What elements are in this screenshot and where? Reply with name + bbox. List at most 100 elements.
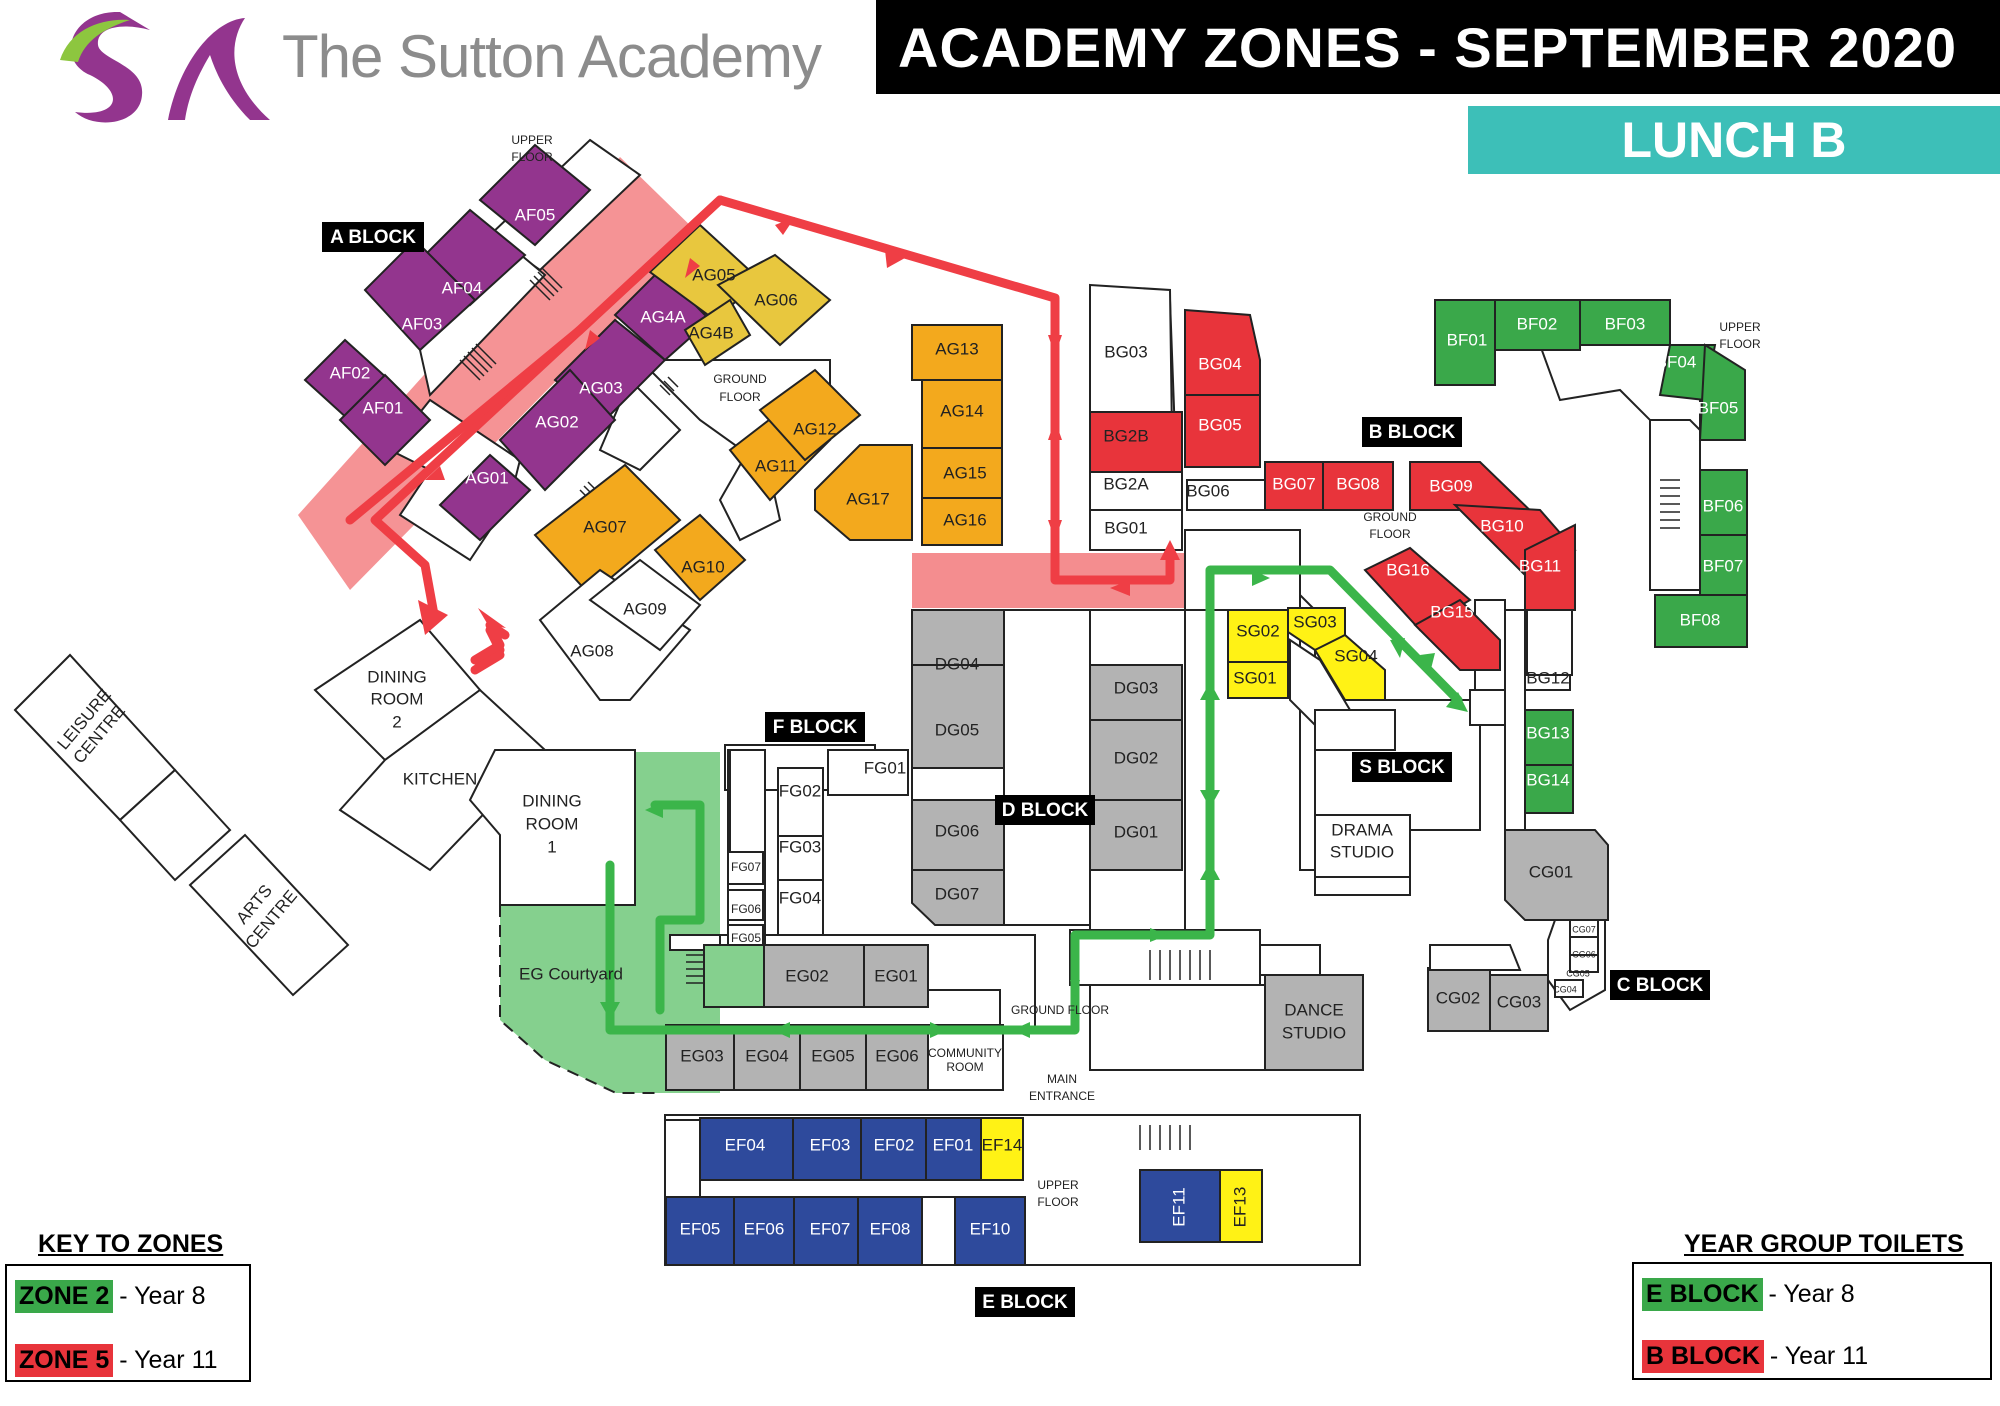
room-bg01: BG01 [1104, 518, 1147, 537]
room-ef13: EF13 [1230, 1187, 1249, 1228]
zone-5-desc: - Year 11 [119, 1346, 218, 1374]
e-block-chip: E BLOCK [1642, 1278, 1763, 1311]
room-bg03: BG03 [1104, 342, 1147, 361]
room-bg06: BG06 [1186, 481, 1229, 500]
room-fg06: FG06 [731, 902, 761, 916]
community-room-label: COMMUNITY [928, 1046, 1002, 1060]
key-toilets-box: E BLOCK - Year 8 B BLOCK - Year 11 [1632, 1262, 1992, 1380]
room-ef03: EF03 [810, 1135, 851, 1154]
dance-studio-label: DANCE [1284, 1000, 1344, 1019]
key-toilets-title: YEAR GROUP TOILETS [1684, 1230, 1964, 1258]
room-ef05: EF05 [680, 1219, 721, 1238]
room-ag02: AG02 [535, 412, 578, 431]
room-bf06: BF06 [1703, 496, 1744, 515]
room-ef06: EF06 [744, 1219, 785, 1238]
floor-label: FLOOR [1037, 1195, 1079, 1209]
floor-label: GROUND FLOOR [1011, 1003, 1109, 1017]
floor-label: FLOOR [1719, 337, 1761, 351]
room-eg05: EG05 [811, 1046, 854, 1065]
room-fg04: FG04 [779, 888, 822, 907]
room-ef11: EF11 [1169, 1187, 1188, 1226]
block-tags: A BLOCK B BLOCK C BLOCK D BLOCK E BLOCK … [322, 222, 1710, 1317]
room-bf03: BF03 [1605, 314, 1646, 333]
room-ag4a: AG4A [640, 307, 686, 326]
toilet-e-block: E BLOCK - Year 8 [1642, 1278, 1855, 1311]
c-block-tag: C BLOCK [1617, 975, 1704, 996]
room-cg05: CG05 [1566, 968, 1590, 978]
room-bg04: BG04 [1198, 354, 1241, 373]
room-cg02: CG02 [1436, 988, 1480, 1007]
room-bg10: BG10 [1480, 516, 1523, 535]
d-block-tag: D BLOCK [1002, 800, 1089, 821]
community-room-label: ROOM [946, 1060, 983, 1074]
room-dg04: DG04 [935, 654, 979, 673]
room-dg07: DG07 [935, 884, 979, 903]
room-fg07: FG07 [731, 860, 761, 874]
room-cg04: CG04 [1553, 984, 1577, 994]
floor-label: FLOOR [1369, 527, 1411, 541]
zone-2-desc: - Year 8 [119, 1282, 206, 1310]
room-bg16: BG16 [1386, 560, 1429, 579]
room-ef10: EF10 [970, 1219, 1011, 1238]
room-bg05: BG05 [1198, 415, 1241, 434]
room-fg01: FG01 [864, 758, 907, 777]
room-bg12: BG12 [1526, 668, 1569, 687]
room-dg03: DG03 [1114, 678, 1158, 697]
b-block-tag: B BLOCK [1369, 422, 1456, 443]
room-bf05: BF05 [1698, 398, 1739, 417]
drama-studio-label: STUDIO [1330, 842, 1394, 861]
room-af04: AF04 [442, 278, 483, 297]
dining-room-2-label: 2 [392, 712, 401, 731]
room-eg02: EG02 [785, 966, 828, 985]
e-block-tag: E BLOCK [982, 1292, 1068, 1313]
room-bf01: BF01 [1447, 330, 1488, 349]
dining-room-2-label: ROOM [371, 689, 424, 708]
room-af05: AF05 [515, 205, 556, 224]
floor-labels: UPPER FLOOR GROUND FLOOR GROUND FLOOR UP… [511, 133, 1761, 1209]
logo-text: The Sutton Academy [282, 23, 822, 90]
room-ef08: EF08 [870, 1219, 911, 1238]
a-block-tag: A BLOCK [330, 227, 416, 248]
key-zone-5: ZONE 5 - Year 11 [15, 1344, 218, 1377]
room-ag05: AG05 [692, 265, 735, 284]
b-block-desc: - Year 11 [1769, 1342, 1869, 1370]
room-bg09: BG09 [1429, 476, 1472, 495]
floor-label: UPPER [1037, 1178, 1079, 1192]
key-zones-title: KEY TO ZONES [38, 1230, 224, 1258]
room-ag12: AG12 [793, 419, 836, 438]
eg-courtyard-label: EG Courtyard [519, 964, 623, 983]
zone-5-chip: ZONE 5 [15, 1344, 114, 1377]
dining-room-2-label: DINING [367, 667, 427, 686]
room-af02: AF02 [330, 363, 371, 382]
lunch-badge: LUNCH B [1468, 106, 2000, 174]
room-ef14: EF14 [982, 1135, 1023, 1154]
room-sg02: SG02 [1236, 621, 1279, 640]
drama-studio-label: DRAMA [1331, 820, 1393, 839]
room-sg03: SG03 [1293, 612, 1336, 631]
dining-room-1-label: 1 [547, 837, 556, 856]
floor-label: FLOOR [511, 150, 553, 164]
room-fg03: FG03 [779, 837, 822, 856]
b-block-chip: B BLOCK [1642, 1340, 1764, 1373]
key-zone-2: ZONE 2 - Year 8 [15, 1280, 205, 1313]
academy-logo [60, 11, 270, 123]
main-entrance-label: MAIN [1047, 1072, 1077, 1086]
toilet-b-block: B BLOCK - Year 11 [1642, 1340, 1868, 1373]
room-bf02: BF02 [1517, 314, 1558, 333]
room-eg03: EG03 [680, 1046, 723, 1065]
room-bg07: BG07 [1272, 474, 1315, 493]
room-ef07: EF07 [810, 1219, 851, 1238]
room-ag4b: AG4B [688, 323, 733, 342]
room-ag09: AG09 [623, 599, 666, 618]
dance-studio-label: STUDIO [1282, 1023, 1346, 1042]
room-fg02: FG02 [779, 781, 822, 800]
room-cg06: CG06 [1572, 949, 1596, 959]
room-eg06: EG06 [875, 1046, 918, 1065]
kitchen-label: KITCHEN [403, 769, 478, 788]
room-bf08: BF08 [1680, 610, 1721, 629]
floor-label: UPPER [1719, 320, 1761, 334]
room-dg02: DG02 [1114, 748, 1158, 767]
room-cg01: CG01 [1529, 862, 1573, 881]
floor-label: FLOOR [719, 390, 761, 404]
